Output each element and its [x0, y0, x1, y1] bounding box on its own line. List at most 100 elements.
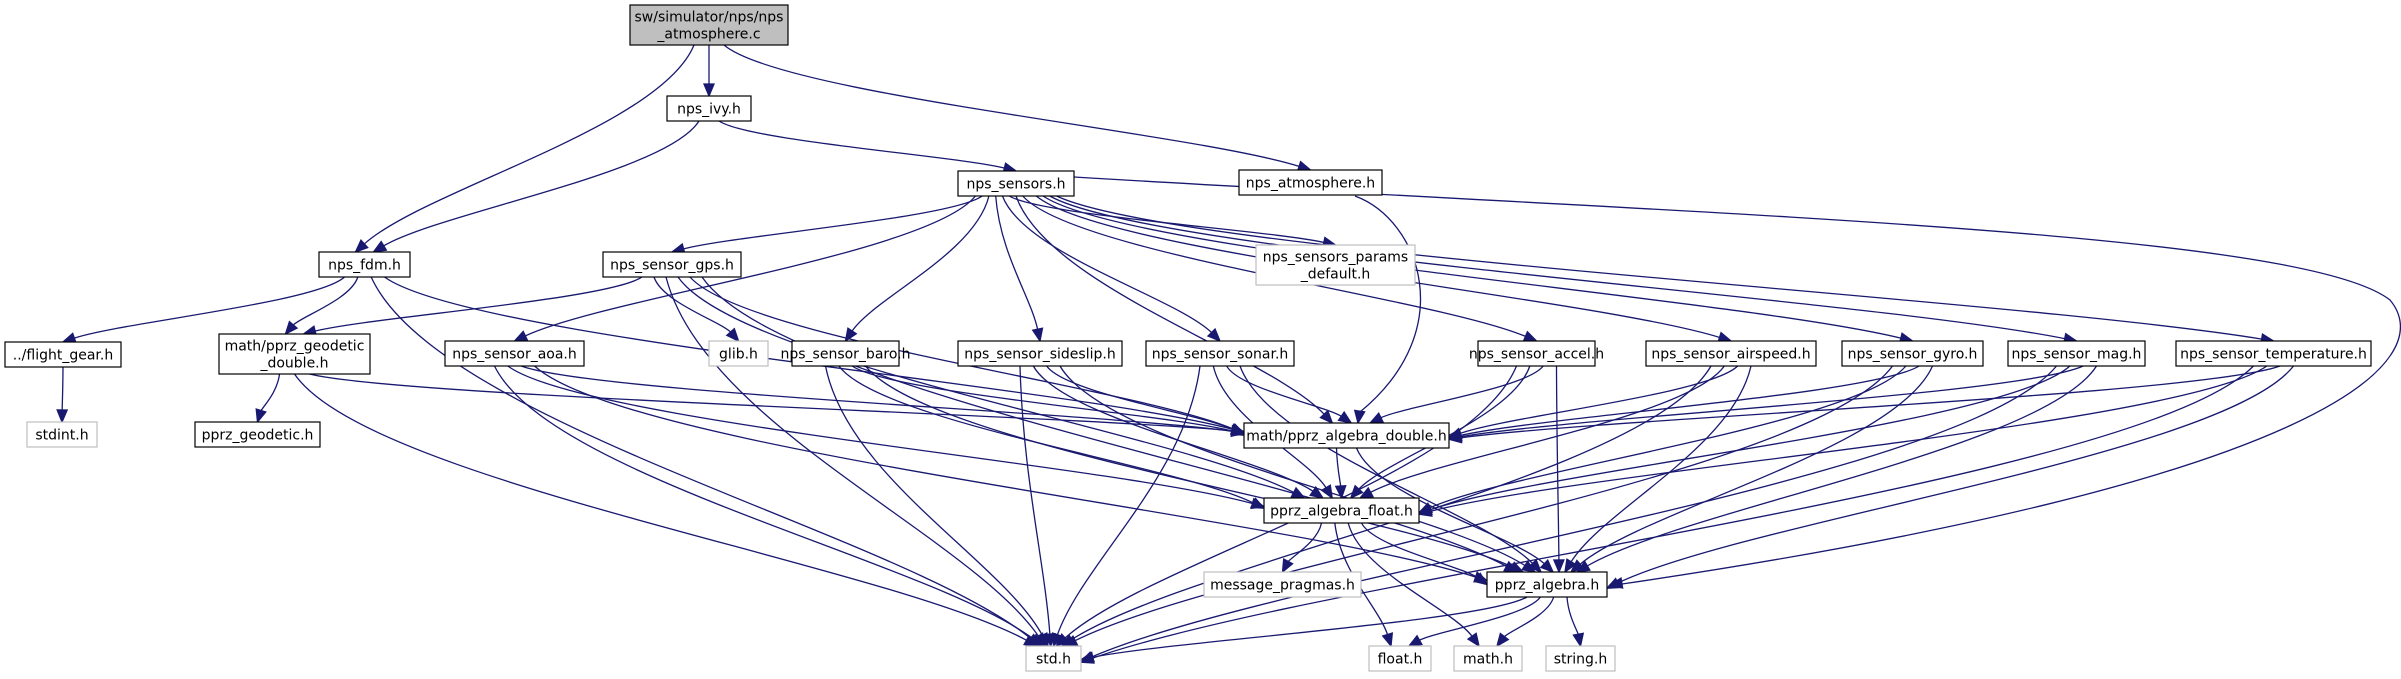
node-pprz-algebra-double[interactable]: math/pprz_algebra_double.h [1243, 422, 1450, 449]
edge-pprz_geodetic_double-to-std [293, 373, 1039, 647]
arrowhead-icon [1028, 633, 1044, 648]
node-nps-sensor-mag[interactable]: nps_sensor_mag.h [2007, 340, 2146, 367]
edge-pprz_algebra-to-std [1079, 596, 1528, 663]
edge-nps_sensors-to-nps_sensor_baro [844, 195, 990, 343]
edge-line [1015, 195, 1326, 416]
edge-nps_fdm-to-flight_gear [61, 276, 345, 344]
edge-pprz_algebra_float-to-pprz_algebra [1360, 522, 1489, 586]
node-pprz-geodetic[interactable]: pprz_geodetic.h [194, 421, 321, 448]
node-std: std.h [1025, 645, 1082, 672]
node-pprz-algebra[interactable]: pprz_algebra.h [1486, 571, 1608, 598]
edge-line [677, 276, 1295, 494]
node-flight-gear[interactable]: ../flight_gear.h [4, 341, 122, 368]
node-nps-sensors[interactable]: nps_sensors.h [957, 170, 1075, 197]
node-nps-sensor-gps[interactable]: nps_sensor_gps.h [602, 251, 742, 278]
edge-line [1429, 365, 2268, 513]
node-label: nps_sensor_baro.h [780, 347, 910, 363]
edge-nps_sensor_mag-to-pprz_algebra [1575, 365, 2098, 573]
edge-line [1091, 596, 1528, 659]
arrowhead-icon [1368, 412, 1385, 424]
node-nps-ivy[interactable]: nps_ivy.h [666, 95, 752, 122]
edge-line [1360, 522, 1479, 579]
edge-nps_sensor_temperature-to-pprz_algebra [1605, 365, 2295, 589]
edge-line [1503, 596, 1555, 638]
edge-pprz_geodetic_double-to-pprz_geodetic [255, 373, 281, 424]
node-label: pprz_algebra.h [1495, 578, 1599, 594]
edge-line [1369, 365, 1725, 494]
node-float: float.h [1368, 645, 1432, 672]
arrowhead-icon [1319, 409, 1334, 425]
node-nps-sensor-baro[interactable]: nps_sensor_baro.h [780, 340, 911, 367]
node-nps-sensor-accel[interactable]: nps_sensor_accel.h [1469, 340, 1604, 367]
arrowhead-icon [1572, 632, 1585, 648]
node-box [2175, 340, 2372, 367]
node-glib: glib.h [708, 340, 769, 367]
edge-line [864, 365, 1514, 568]
edge-line [1355, 447, 1546, 565]
node-root[interactable]: sw/simulator/nps/nps_atmosphere.c [629, 4, 789, 46]
edge-line [1049, 195, 2066, 340]
arrowhead-icon [1447, 431, 1463, 444]
node-box [1486, 571, 1608, 598]
edge-line [653, 276, 732, 334]
node-label: nps_sensor_accel.h [1469, 347, 1604, 363]
arrowhead-icon [1206, 327, 1222, 343]
node-box [2007, 340, 2146, 367]
node-label: math/pprz_algebra_double.h [1246, 429, 1446, 445]
node-box [1645, 340, 1817, 367]
edge-line [534, 365, 1477, 578]
arrowhead-icon [1575, 560, 1591, 573]
edge-nps_sensors-to-nps_sensor_gps [670, 195, 983, 255]
node-label: string.h [1554, 652, 1608, 668]
edge-line [1459, 365, 1920, 437]
node-nps-sensor-aoa[interactable]: nps_sensor_aoa.h [444, 340, 585, 367]
edge-nps_sensors-to-pprz_algebra_double [1015, 195, 1334, 425]
edge-line [1046, 365, 1235, 431]
edge-line [851, 195, 990, 333]
edge-line [1347, 522, 1474, 638]
node-label: glib.h [719, 347, 758, 363]
node-label: nps_sensor_aoa.h [452, 347, 577, 363]
edge-line [1073, 176, 2401, 585]
edge-nps_sensor_gps-to-std [665, 276, 1047, 648]
arrowhead-icon [1407, 634, 1423, 647]
edge-line [314, 276, 643, 332]
arrowhead-icon [1381, 632, 1394, 648]
edge-nps_sensor_airspeed-to-pprz_algebra [1564, 365, 1752, 574]
edge-line [1239, 365, 1534, 565]
arrowhead-icon [1605, 577, 1621, 589]
edge-nps_atmosphere_h-to-pprz_algebra_double [1353, 195, 1422, 425]
edge-nps_sensor_airspeed-to-pprz_algebra_float [1358, 365, 1725, 499]
node-box [1203, 571, 1362, 598]
edge-root-to-nps_atmosphere_h [723, 44, 1313, 172]
node-nps-sensor-temperature[interactable]: nps_sensor_temperature.h [2175, 340, 2372, 367]
node-pprz-geodetic-double[interactable]: math/pprz_geodetic_double.h [218, 333, 371, 375]
node-message-pragmas: message_pragmas.h [1203, 571, 1362, 598]
edge-line [1555, 365, 1560, 562]
edge-pprz_algebra_double-to-pprz_algebra_float [1334, 447, 1347, 500]
arrowhead-icon [1417, 505, 1433, 517]
edge-nps_sensor_temperature-to-pprz_algebra_float [1417, 365, 2268, 517]
node-nps-sensor-gyro[interactable]: nps_sensor_gyro.h [1841, 340, 1984, 367]
node-nps-sensor-sideslip[interactable]: nps_sensor_sideslip.h [957, 340, 1123, 367]
node-nps-atmosphere-h[interactable]: nps_atmosphere.h [1238, 169, 1383, 196]
node-nps-fdm[interactable]: nps_fdm.h [318, 251, 411, 278]
node-box [708, 340, 769, 367]
node-label: nps_sensor_temperature.h [2180, 347, 2367, 363]
edge-line [292, 276, 359, 327]
node-nps-sensor-airspeed[interactable]: nps_sensor_airspeed.h [1645, 340, 1817, 367]
edges-layer [56, 44, 2401, 664]
arrowhead-icon [255, 408, 267, 424]
edge-line [363, 44, 695, 246]
arrowhead-icon [1353, 409, 1366, 425]
arrowhead-icon [1358, 486, 1375, 499]
node-nps-sensor-sonar[interactable]: nps_sensor_sonar.h [1145, 340, 1295, 367]
arrowhead-icon [1495, 632, 1510, 648]
node-string: string.h [1545, 645, 1616, 672]
node-box [1545, 645, 1616, 672]
node-pprz-algebra-float[interactable]: pprz_algebra_float.h [1263, 497, 1420, 524]
edge-nps_sensor_aoa-to-std [493, 365, 1044, 648]
arrowhead-icon [512, 330, 529, 342]
edge-nps_sensors-to-nps_sensor_temperature [1056, 195, 2276, 345]
arrowhead-icon [284, 320, 299, 336]
